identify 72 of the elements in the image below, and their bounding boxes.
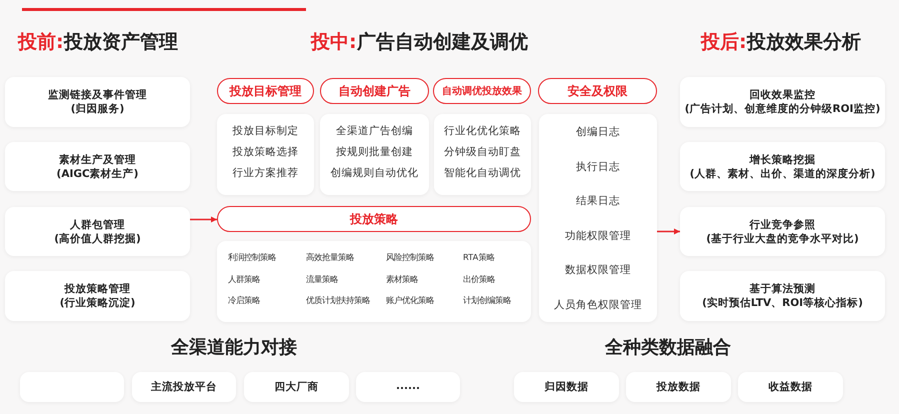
list-item: 优质计划扶持策略	[306, 295, 370, 306]
list-item: 投放目标制定	[232, 124, 300, 138]
card-title: 基于算法预测	[748, 282, 816, 296]
arrow	[190, 216, 217, 222]
section-heading: 全渠道能力对接	[171, 336, 297, 359]
list-item: 数据权限管理	[564, 263, 632, 277]
card-label: 投放数据	[655, 380, 702, 394]
phase-heading: 投放效果分析	[747, 30, 861, 55]
list-item: 风险控制策略	[386, 252, 434, 263]
category-pill	[217, 206, 531, 232]
card-subtitle: (AIGC素材生产)	[56, 166, 140, 180]
list-item: 人群策略	[228, 274, 260, 284]
pill-label: 自动创建广告	[338, 82, 410, 100]
category-pill	[538, 78, 657, 104]
pill-label: 自动调优投放效果	[442, 84, 522, 98]
phase-prefix: 投前:	[18, 30, 64, 55]
card-subtitle: (基于行业大盘的竞争水平对比)	[705, 232, 860, 246]
card-label: 收益数据	[768, 380, 814, 394]
list-item: 全渠道广告创编	[335, 124, 414, 138]
list-item: 执行日志	[575, 160, 621, 174]
card-title: 投放策略管理	[63, 282, 132, 296]
item-card	[539, 114, 657, 322]
list-item: 分钟级自动盯盘	[443, 145, 522, 159]
card-label: 四大厂商	[274, 380, 320, 394]
list-item: 出价策略	[463, 274, 495, 284]
feature-card	[5, 207, 190, 256]
list-item: 按规则批量创建	[335, 145, 414, 159]
list-item: 利润控制策略	[228, 252, 276, 263]
list-item: 行业方案推荐	[232, 166, 300, 180]
list-item: RTA策略	[463, 252, 494, 263]
phase-heading: 投放资产管理	[64, 30, 178, 55]
card-title: 素材生产及管理	[58, 152, 137, 166]
card-label: 归因数据	[544, 380, 590, 394]
category-pill	[433, 78, 531, 104]
card-subtitle: (广告计划、创意维度的分钟级ROI监控)	[684, 102, 882, 116]
list-item: 人员角色权限管理	[553, 298, 643, 312]
card-subtitle: (归因服务)	[70, 102, 126, 116]
feature-card	[680, 207, 885, 256]
card-label: ......	[395, 380, 421, 392]
card-subtitle: (实时预估LTV、ROI等核心指标)	[701, 296, 864, 310]
card-title: 回收效果监控	[748, 88, 816, 102]
pill-label: 安全及权限	[568, 82, 628, 100]
list-item: 素材策略	[386, 274, 418, 284]
list-item: 高效抢量策略	[306, 252, 354, 263]
list-item: 流量策略	[306, 274, 338, 284]
card-label: 主流投放平台	[150, 380, 218, 394]
list-item: 智能化自动调优	[443, 166, 522, 180]
list-item: 计划创编策略	[463, 295, 511, 306]
card-subtitle: (人群、素材、出价、渠道的深度分析)	[688, 166, 876, 180]
phase-prefix: 投中:	[311, 30, 357, 55]
category-pill	[217, 78, 314, 104]
pill-label: 投放目标管理	[230, 82, 302, 100]
list-item: 账户优化策略	[386, 295, 434, 306]
list-item: 功能权限管理	[564, 228, 632, 242]
arrow	[657, 228, 680, 234]
phase-prefix: 投后:	[701, 30, 747, 55]
list-item: 冷启策略	[228, 295, 260, 306]
category-pill	[320, 78, 429, 104]
list-item: 结果日志	[575, 194, 621, 208]
pill-label: 投放策略	[350, 210, 398, 228]
list-item: 行业化优化策略	[443, 124, 522, 138]
card-subtitle: (高价值人群挖掘)	[53, 232, 142, 246]
list-item: 投放策略选择	[232, 145, 300, 159]
card-title: 行业竞争参照	[748, 218, 816, 232]
section-heading: 全种类数据融合	[605, 336, 731, 359]
card-subtitle: (行业策略沉淀)	[58, 296, 136, 310]
card-title: 人群包管理	[69, 218, 126, 232]
phase-heading: 广告自动创建及调优	[357, 30, 528, 55]
card-title: 增长策略挖掘	[748, 152, 816, 166]
list-item: 创编日志	[575, 125, 621, 139]
card-title: 监测链接及事件管理	[47, 88, 148, 102]
list-item: 创编规则自动优化	[330, 166, 420, 180]
